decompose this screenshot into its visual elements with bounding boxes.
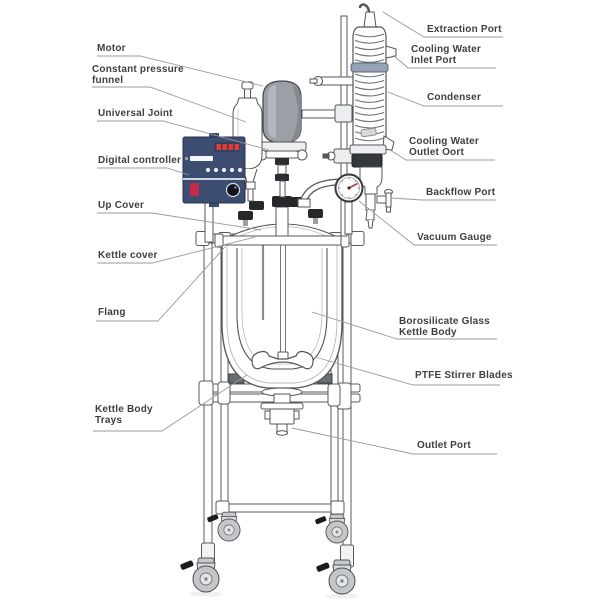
controller-buttons-row	[205, 167, 243, 173]
leader-constant-pressure-funnel	[92, 86, 247, 123]
leader-ptfe-stirrer-blades	[314, 356, 500, 386]
leader-kettle-body-trays	[93, 374, 248, 432]
leader-motor	[97, 55, 264, 87]
label-kettle-body-trays: Kettle Body Trays	[95, 404, 153, 426]
label-backflow-port: Backflow Port	[426, 187, 496, 198]
label-up-cover: Up Cover	[98, 200, 145, 211]
leader-borosilicate-glass-kettle-body	[311, 311, 497, 340]
condenser-clamp-band	[350, 62, 389, 73]
caster-front-left	[180, 557, 220, 593]
outlet-port-part	[260, 387, 304, 436]
leader-vacuum-gauge	[358, 200, 497, 246]
label-cooling-water-outlet-oort: Cooling Water Outlet Oort	[409, 136, 480, 158]
backflow-port-part	[376, 189, 393, 213]
label-outlet-port: Outlet Port	[417, 440, 471, 451]
lid-knob-right	[308, 209, 323, 218]
leader-condenser	[387, 91, 503, 107]
label-borosilicate-glass-kettle-body: Borosilicate Glass Kettle Body	[399, 316, 490, 338]
controller-knob	[225, 182, 241, 198]
label-kettle-cover: Kettle cover	[98, 250, 158, 261]
controller-power-button	[190, 183, 199, 196]
label-constant-pressure-funnel: Constant pressure funnel	[92, 64, 184, 86]
leader-flang	[96, 246, 226, 322]
support-rod	[301, 15, 355, 237]
stirrer-bearing-housing	[272, 196, 292, 207]
motor-part	[256, 80, 308, 161]
caster-rear-left	[207, 511, 241, 542]
funnel-port-cap	[249, 201, 264, 210]
leader-lines	[92, 11, 503, 455]
gauge-needle	[348, 182, 358, 189]
leader-kettle-cover	[97, 236, 256, 264]
leader-extraction-port	[382, 11, 503, 38]
label-universal-joint: Universal Joint	[98, 108, 173, 119]
label-motor: Motor	[97, 43, 126, 54]
leader-universal-joint	[97, 120, 270, 151]
extraction-port-part	[358, 3, 371, 15]
label-extraction-port: Extraction Port	[427, 24, 502, 35]
universal-joint-part	[275, 158, 289, 198]
label-digital-controller: Digital controller	[98, 155, 182, 166]
lid-knob-left	[238, 211, 253, 220]
vacuum-gauge-part	[334, 173, 364, 235]
flange-ring	[219, 235, 345, 246]
ptfe-stirrer-blades-part	[251, 350, 314, 370]
stirrer-assembly	[251, 206, 314, 370]
label-flang: Flang	[98, 307, 126, 318]
kettle-lid	[214, 178, 350, 248]
leader-up-cover	[97, 212, 262, 231]
condenser-part	[349, 3, 397, 229]
label-ptfe-stirrer-blades: PTFE Stirrer Blades	[415, 370, 513, 381]
leader-digital-controller	[97, 167, 190, 176]
label-cooling-water-inlet-port: Cooling Water Inlet Port	[411, 44, 482, 66]
label-condenser: Condenser	[427, 92, 482, 103]
leader-backflow-port	[390, 197, 496, 201]
leader-cooling-water-inlet-port	[392, 54, 496, 69]
label-vacuum-gauge: Vacuum Gauge	[417, 232, 492, 243]
caster-front-right	[316, 559, 356, 595]
casters	[180, 511, 359, 599]
caster-rear-right	[315, 513, 349, 544]
condenser-dark-flange	[351, 153, 383, 168]
controller-slider	[190, 156, 213, 161]
leader-outlet-port	[291, 427, 497, 455]
leader-cooling-water-outlet-oort	[389, 149, 495, 161]
